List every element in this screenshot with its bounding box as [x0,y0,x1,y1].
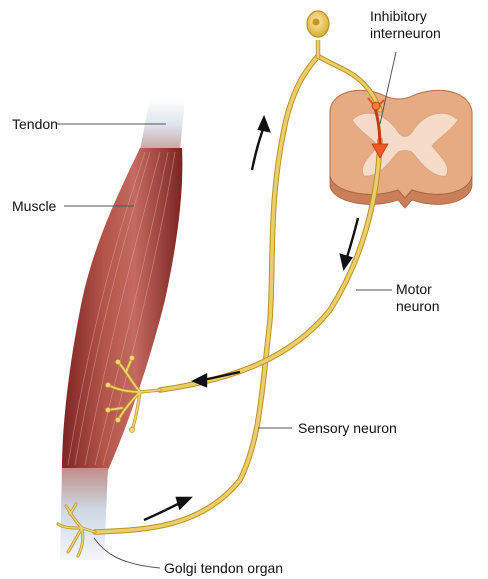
sensory-neuron-label: Sensory neuron [298,420,397,437]
golgi-tendon-organ-label: Golgi tendon organ [164,560,283,577]
motor-neuron-label-line2: neuron [396,298,440,315]
black-direction-arrow-icon [252,118,269,170]
tendon-label: Tendon [12,116,58,133]
sensory-cell-body [307,11,329,58]
inhibitory-interneuron-label-line2: interneuron [370,25,441,42]
motor-neuron-label-line1: Motor [396,281,440,298]
black-direction-arrow-icon [144,498,190,520]
muscle-belly [62,148,182,470]
muscle-label: Muscle [12,198,56,215]
motor-neuron-label: Motor neuron [396,281,440,315]
inhibitory-interneuron-label: Inhibitory interneuron [370,8,441,42]
spinal-cord-cross-section [330,90,472,208]
inhibitory-interneuron-label-line1: Inhibitory [370,8,441,25]
